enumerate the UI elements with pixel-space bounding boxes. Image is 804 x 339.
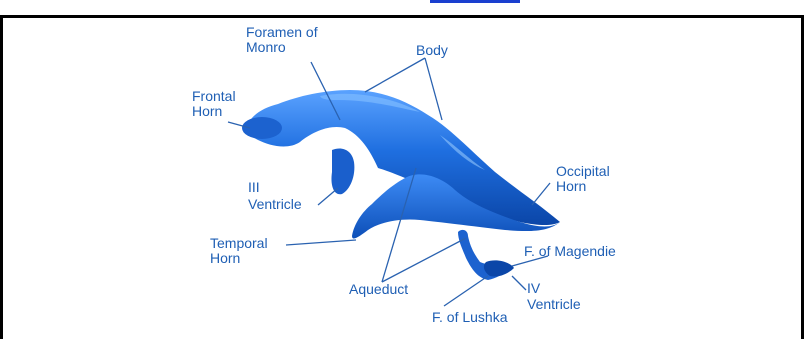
label-third-ventricle-line2: Ventricle — [248, 196, 302, 212]
fourth-ventricle-shape — [458, 230, 514, 280]
label-fourth-ventricle-line1: IV — [527, 280, 541, 296]
label-frontal-horn-line2: Horn — [192, 103, 222, 119]
leader-foramen-of-lushka — [444, 276, 488, 306]
label-fourth-ventricle-line2: Ventricle — [527, 296, 581, 312]
leader-fourth-ventricle — [512, 276, 526, 290]
label-temporal-horn-line2: Horn — [210, 250, 240, 266]
label-occipital-horn-line2: Horn — [556, 178, 586, 194]
label-frontal-horn-line1: Frontal — [192, 88, 236, 104]
leader-body-1 — [365, 58, 425, 92]
label-foramen-of-monro-line1: Foramen of — [246, 24, 318, 40]
label-foramen-of-lushka: F. of Lushka — [432, 309, 508, 325]
label-third-ventricle-line1: III — [248, 179, 260, 195]
label-temporal-horn-line1: Temporal — [210, 235, 268, 251]
label-foramen-of-magendie: F. of Magendie — [524, 243, 616, 259]
label-body: Body — [416, 42, 448, 58]
label-aqueduct: Aqueduct — [349, 281, 408, 297]
label-occipital-horn-line1: Occipital — [556, 163, 610, 179]
leader-temporal-horn — [286, 240, 356, 245]
leader-aqueduct-2 — [382, 238, 466, 282]
leader-occipital-horn — [532, 183, 550, 205]
leader-third-ventricle — [318, 188, 338, 205]
leader-body-2 — [425, 58, 442, 120]
label-foramen-of-monro-line2: Monro — [246, 39, 286, 55]
